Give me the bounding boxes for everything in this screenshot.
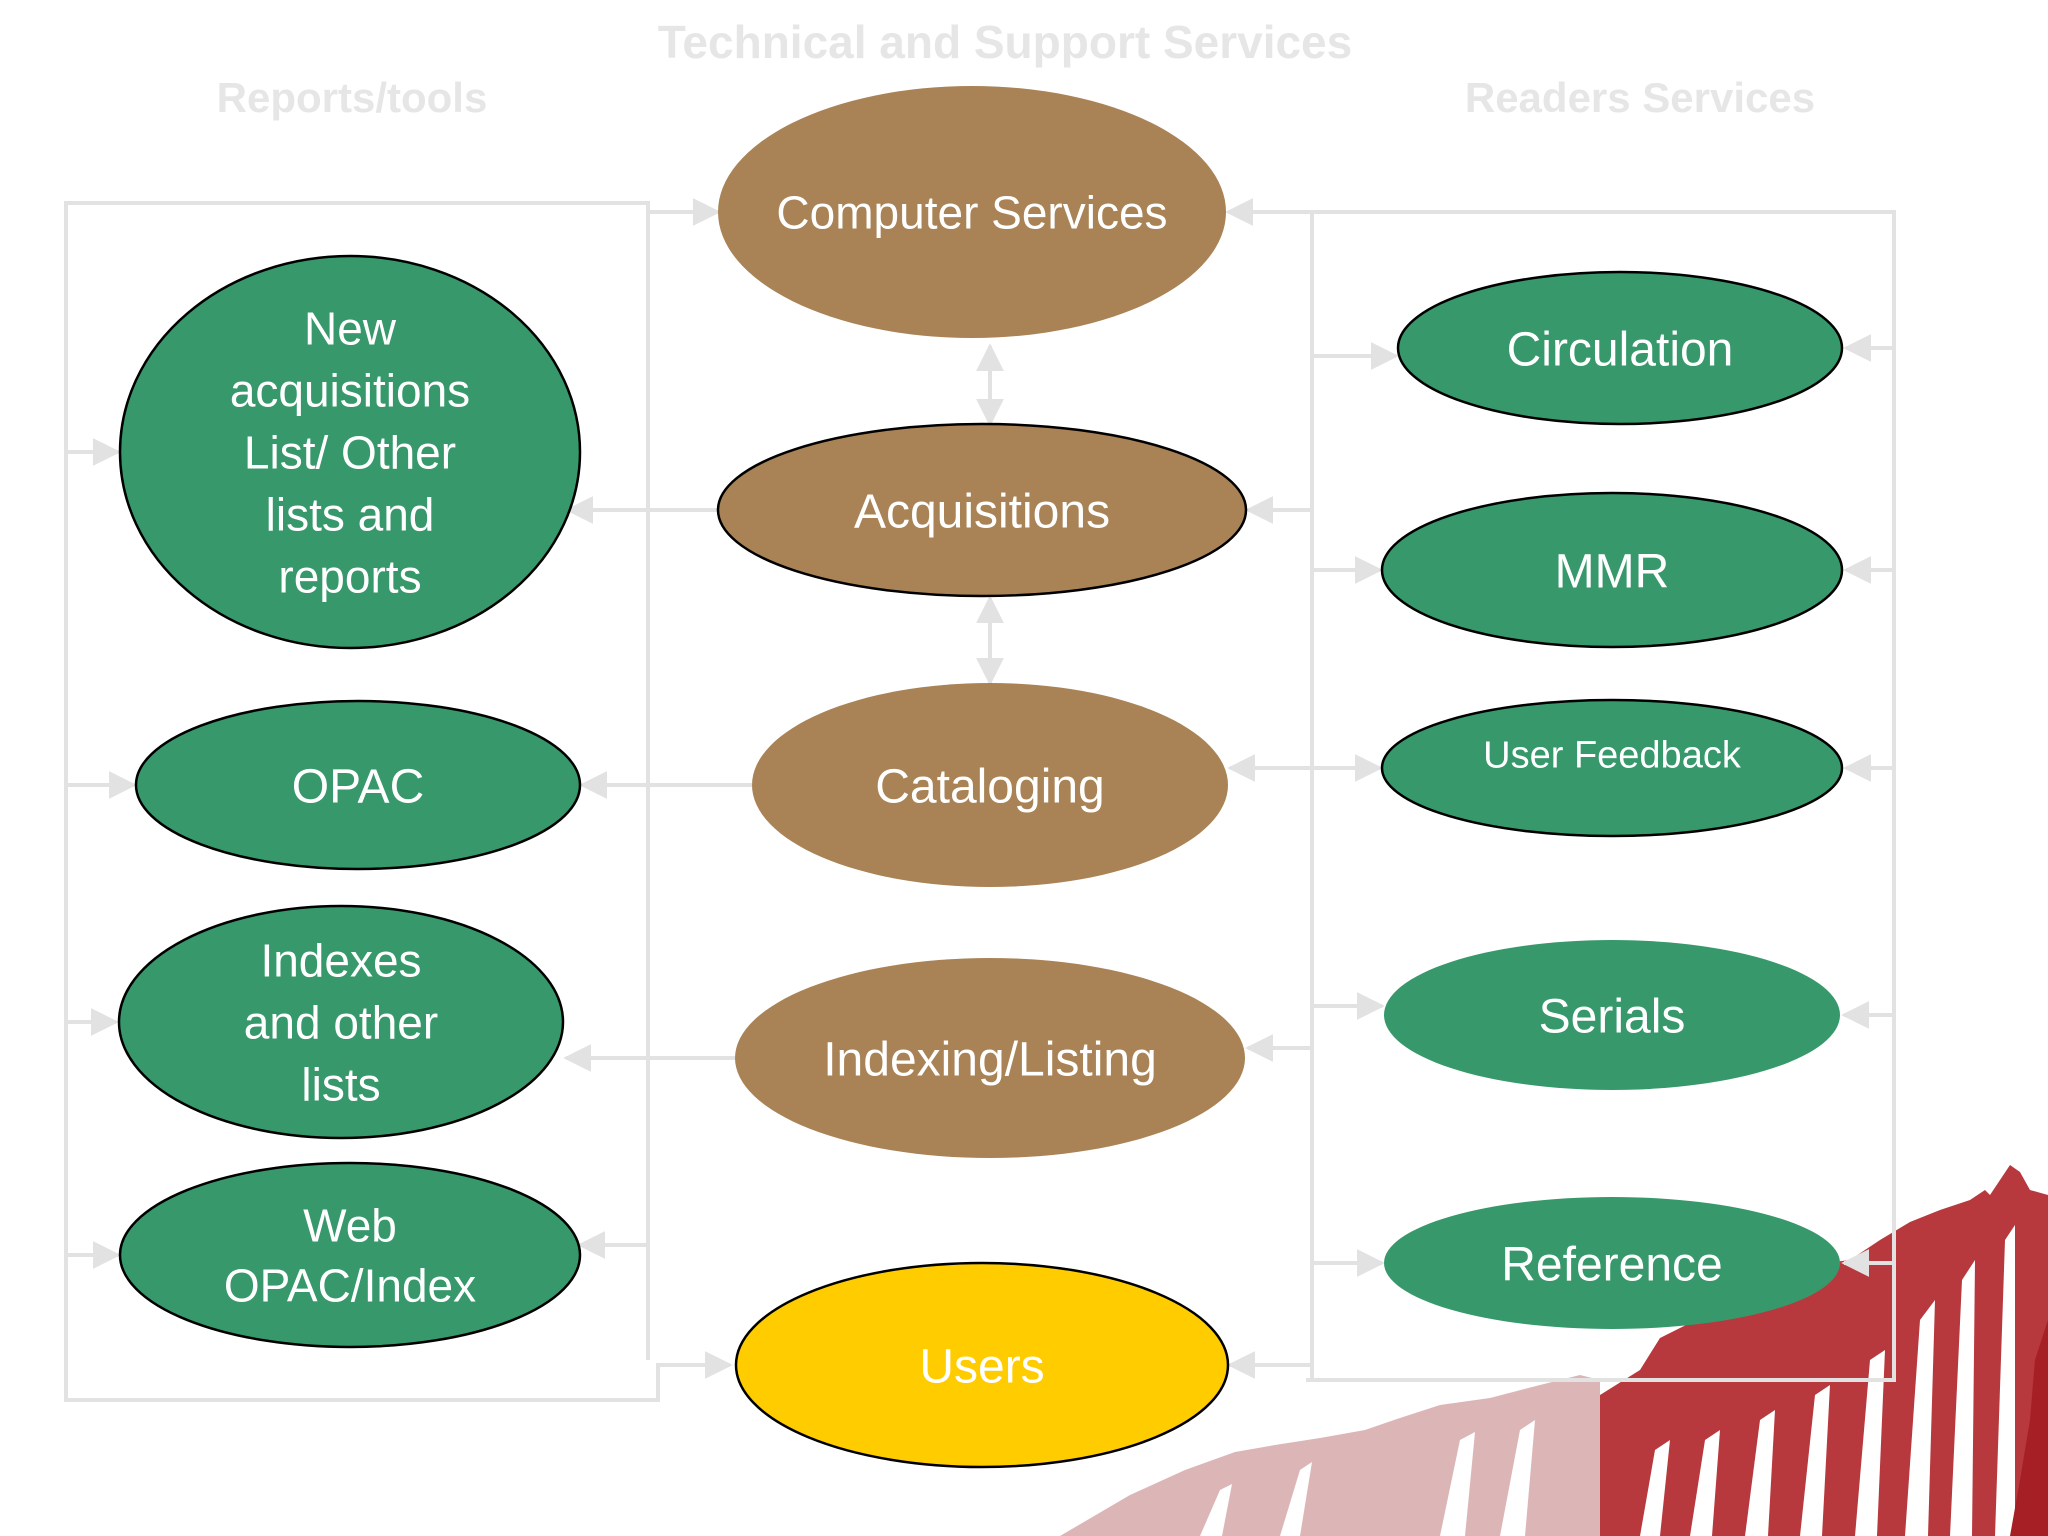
headers: Technical and Support Services Reports/t… — [217, 16, 1815, 121]
node-acquisitions: Acquisitions — [716, 422, 1248, 598]
node-users-shape — [734, 1261, 1230, 1469]
node-circulation-shape — [1396, 270, 1844, 426]
node-indexes-shape — [117, 904, 565, 1140]
node-new-acquisitions-shape — [118, 254, 582, 650]
node-cataloging-shape — [752, 683, 1228, 887]
node-mmr: MMR — [1380, 491, 1844, 649]
node-reference-shape — [1384, 1197, 1840, 1329]
mountain-decoration — [1060, 1165, 2048, 1536]
node-computer-services-shape — [718, 86, 1226, 338]
node-user-feedback-shape — [1380, 698, 1844, 838]
header-technical-support: Technical and Support Services — [658, 16, 1352, 68]
node-user-feedback: User Feedback — [1380, 698, 1844, 838]
node-cataloging: Cataloging — [752, 683, 1228, 887]
node-mmr-shape — [1380, 491, 1844, 649]
node-indexing-listing-shape — [735, 958, 1245, 1158]
node-opac-shape — [134, 699, 582, 871]
node-serials-shape — [1384, 940, 1840, 1090]
connector-line — [1306, 210, 1896, 1382]
node-serials: Serials — [1384, 940, 1840, 1090]
connectors — [64, 198, 1896, 1402]
mountain-dark-edge — [2010, 1320, 2048, 1536]
mountain-snow-streaks — [1200, 1225, 2015, 1536]
node-circulation: Circulation — [1396, 270, 1844, 426]
node-acquisitions-shape — [716, 422, 1248, 598]
header-readers-services: Readers Services — [1465, 74, 1815, 121]
node-computer-services: Computer Services — [718, 86, 1226, 338]
node-reference: Reference — [1384, 1197, 1840, 1329]
nodes: Computer ServicesAcquisitionsCatalogingI… — [117, 86, 1844, 1469]
node-web-opac-shape — [118, 1161, 582, 1349]
node-indexing-listing: Indexing/Listing — [735, 958, 1245, 1158]
node-opac: OPAC — [134, 699, 582, 871]
header-reports-tools: Reports/tools — [217, 74, 488, 121]
node-users: Users — [734, 1261, 1230, 1469]
